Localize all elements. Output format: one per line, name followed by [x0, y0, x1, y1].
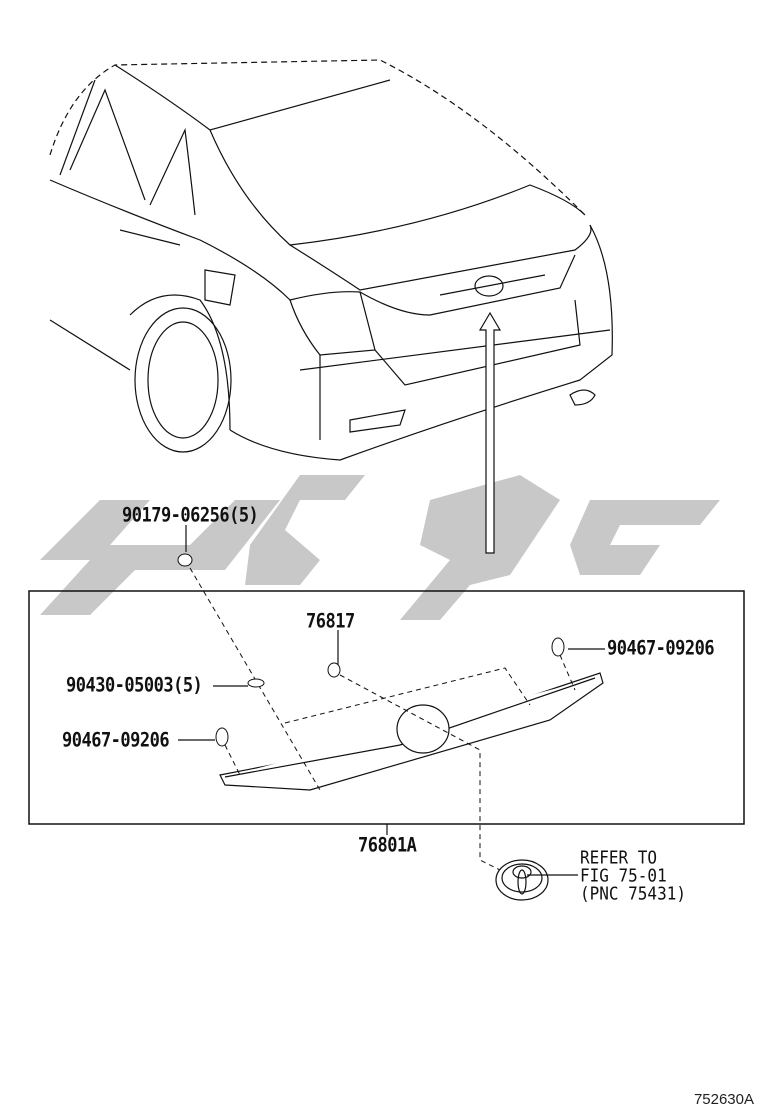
- part-label-76801A[interactable]: 76801A: [358, 834, 417, 857]
- reference-note-line3: (PNC 75431): [580, 882, 686, 904]
- fastener-icons: [177, 553, 565, 747]
- assembly-frame: [28, 590, 745, 825]
- part-label-90467-09206-left[interactable]: 90467-09206: [62, 729, 170, 752]
- solid-leaders: [178, 525, 605, 876]
- illustration-code: 752630A: [693, 1091, 754, 1108]
- back-door-garnish: [219, 672, 604, 791]
- clip-icon: [215, 727, 229, 747]
- part-label-90467-09206-right[interactable]: 90467-09206: [607, 637, 715, 660]
- part-label-90430-05003[interactable]: 90430-05003(5): [66, 674, 203, 697]
- part-label-76817[interactable]: 76817: [306, 610, 355, 633]
- part-label-90179-06256[interactable]: 90179-06256(5): [122, 504, 259, 527]
- clip-icon: [551, 637, 565, 657]
- watermark-logo: [40, 475, 720, 620]
- toyota-emblem: [495, 859, 549, 901]
- location-arrow: [478, 311, 502, 554]
- washer-icon: [247, 678, 265, 688]
- car-rear-illustration: [49, 59, 613, 461]
- clip-icon: [177, 553, 193, 567]
- reference-note-line1: REFER TO: [580, 846, 658, 868]
- clip-icon: [327, 662, 341, 678]
- reference-note-line2: FIG 75-01: [580, 864, 667, 886]
